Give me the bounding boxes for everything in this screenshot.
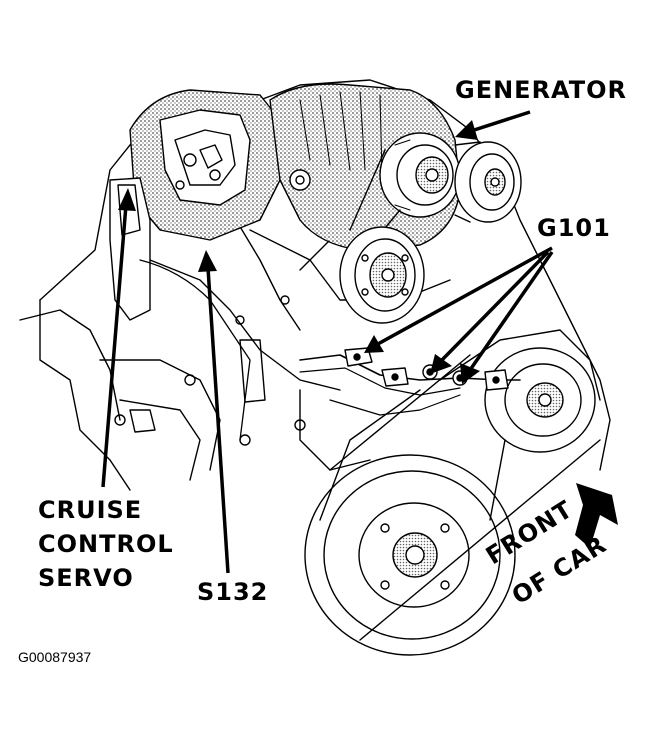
splice-s132-label: S132 [197,578,269,606]
figure-id: G00087937 [18,649,92,665]
drive-belt [349,141,481,241]
cruise-control-label-line3: SERVO [38,564,134,592]
ground-g101 [344,347,509,391]
ground-g101-label: G101 [537,214,611,242]
generator-label: GENERATOR [455,76,628,104]
cruise-control-label-line1: CRUISE [38,496,143,524]
front-direction-arrow [575,483,618,548]
cruise-control-label-line2: CONTROL [38,530,174,558]
callout-arrows [101,110,618,574]
